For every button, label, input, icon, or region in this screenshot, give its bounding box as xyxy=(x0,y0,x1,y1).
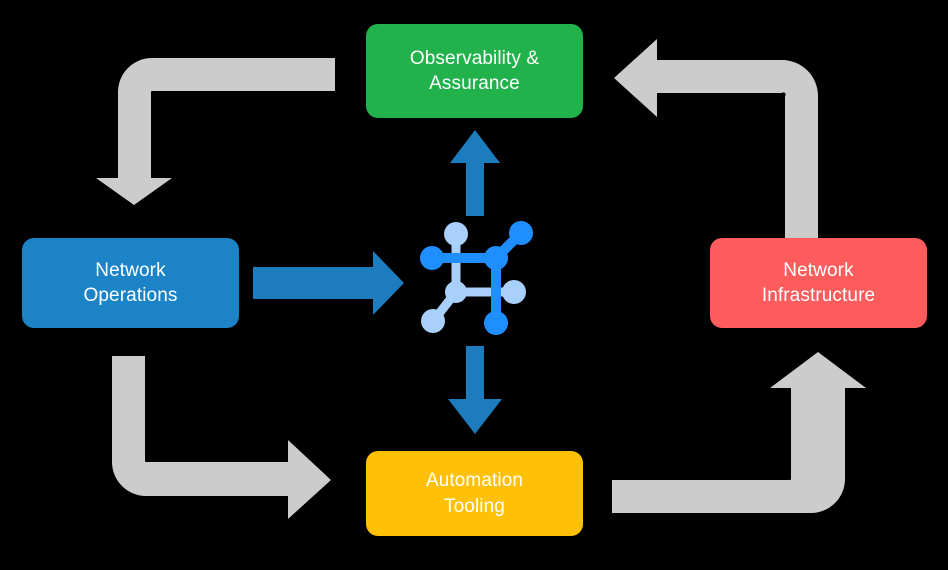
network-topology-icon xyxy=(420,220,536,338)
connector-infrastructure-to-observability xyxy=(614,39,818,238)
node-box-observability[interactable]: Observability & Assurance xyxy=(366,24,583,118)
connector-automation-to-infrastructure xyxy=(612,352,866,513)
node-box-network-operations[interactable]: Network Operations xyxy=(22,238,239,328)
connector-operations-to-center xyxy=(253,251,404,315)
node-box-network-infrastructure[interactable]: Network Infrastructure xyxy=(710,238,927,328)
node-label-network-operations: Network Operations xyxy=(83,259,178,306)
connector-center-to-automation xyxy=(448,346,502,434)
connector-operations-to-automation xyxy=(112,356,331,519)
node-label-network-infrastructure: Network Infrastructure xyxy=(761,259,876,306)
topology-nodes-primary xyxy=(420,221,533,335)
topology-nodes-secondary xyxy=(421,222,526,333)
connector-center-to-observability xyxy=(450,130,500,216)
node-label-observability: Observability & Assurance xyxy=(409,47,540,94)
node-label-automation-tooling: Automation Tooling xyxy=(425,470,524,517)
connector-observability-to-operations xyxy=(96,58,335,205)
node-box-automation-tooling[interactable]: Automation Tooling xyxy=(366,451,583,536)
